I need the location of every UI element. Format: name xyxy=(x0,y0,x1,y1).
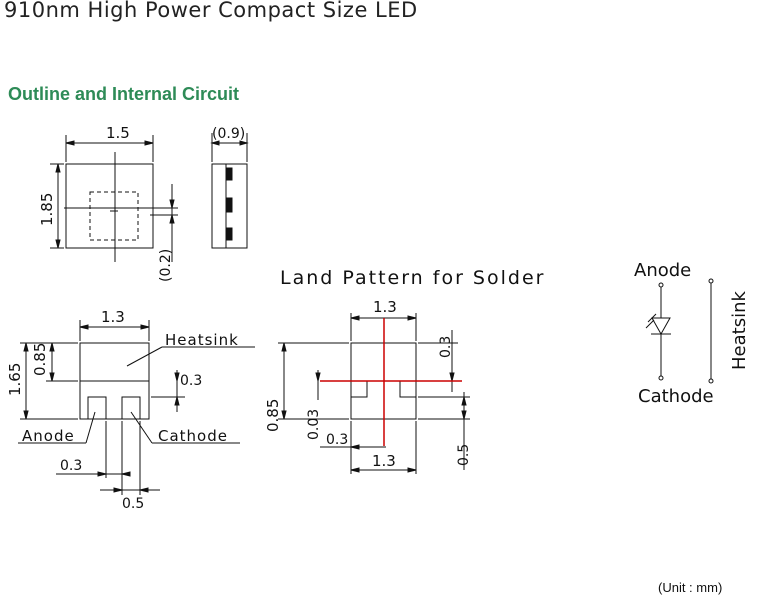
land-pad-width: 0.3 xyxy=(326,432,348,448)
top-view-width: 1.5 xyxy=(106,124,130,142)
land-top-width: 1.3 xyxy=(373,298,397,316)
anode-pad xyxy=(87,396,107,420)
top-view-body xyxy=(65,163,154,249)
side-view-thickness: (0.9) xyxy=(212,126,245,142)
bottom-gap: 0.3 xyxy=(180,373,202,389)
top-view xyxy=(50,135,178,262)
pad-width: 0.3 xyxy=(60,458,82,474)
land-bottom-width: 1.3 xyxy=(372,452,396,470)
top-view-height: 1.85 xyxy=(38,193,56,226)
circuit-cathode-label: Cathode xyxy=(638,386,714,407)
land-pattern-title: Land Pattern for Solder xyxy=(280,267,545,289)
section-title: Outline and Internal Circuit xyxy=(8,84,240,104)
cathode-label: Cathode xyxy=(158,427,228,445)
internal-circuit xyxy=(645,278,714,384)
land-bottom-height: 0.5 xyxy=(456,444,472,466)
circuit-heatsink-label: Heatsink xyxy=(729,291,750,370)
heatsink-label: Heatsink xyxy=(165,331,239,349)
bottom-view xyxy=(18,320,255,495)
bottom-total-height: 1.65 xyxy=(6,363,24,396)
bottom-width: 1.3 xyxy=(101,308,125,326)
land-top-offset: 0.3 xyxy=(438,336,454,358)
land-height: 0.85 xyxy=(264,399,282,432)
top-view-die xyxy=(89,191,139,241)
unit-note: (Unit : mm) xyxy=(658,580,723,595)
bottom-heatsink-height: 0.85 xyxy=(31,343,49,376)
side-view-body xyxy=(211,163,248,249)
pad-gap: 0.5 xyxy=(122,496,144,512)
side-view xyxy=(210,133,249,249)
top-view-offset: (0.2) xyxy=(158,249,174,282)
page-title: 910nm High Power Compact Size LED xyxy=(4,0,418,22)
land-line-width: 0.03 xyxy=(306,409,322,440)
anode-label: Anode xyxy=(22,427,75,445)
circuit-anode-label: Anode xyxy=(634,260,691,281)
cathode-pad xyxy=(121,396,141,420)
